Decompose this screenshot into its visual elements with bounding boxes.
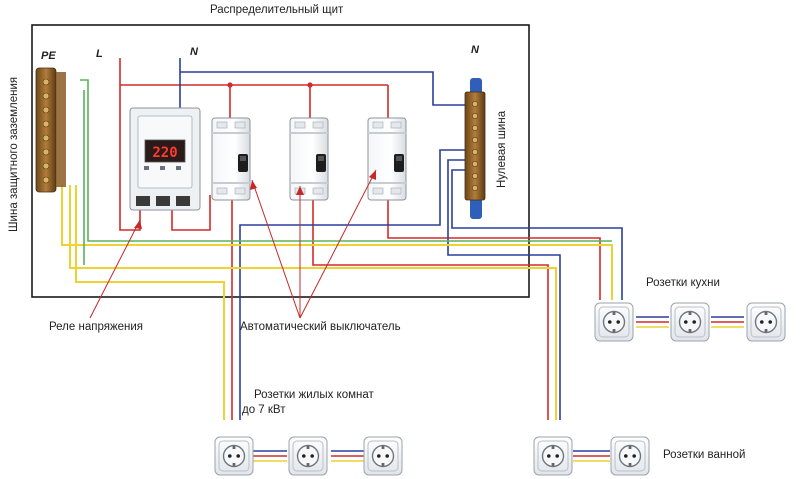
socket-links [253, 316, 744, 462]
panel-frame [31, 24, 530, 298]
neutral-bus [464, 78, 486, 219]
pe-terminal-label: PE [41, 50, 56, 62]
ground-bus [35, 67, 66, 193]
line-terminal-label: L [96, 48, 103, 60]
socket-kitchen-2 [670, 302, 710, 342]
living-rooms-label-2: до 7 кВт [242, 404, 286, 416]
socket-kitchen-1 [594, 302, 634, 342]
panel-title: Распределительный щит [210, 4, 344, 16]
phase-wires [119, 58, 601, 420]
bathroom-sockets-label: Розетки ванной [663, 449, 746, 461]
socket-living-1 [214, 436, 254, 476]
neutral-bus-terminal-label: N [471, 44, 479, 56]
neutral-bus-label: Нулевая шина [496, 110, 508, 188]
socket-kitchen-3 [746, 302, 786, 342]
socket-bath-1 [533, 436, 573, 476]
neutral-terminal-label: N [190, 46, 198, 58]
circuit-breaker-label: Автоматический выключатель [240, 321, 401, 333]
socket-bath-2 [610, 436, 650, 476]
living-rooms-label-1: Розетки жилых комнат [254, 389, 374, 401]
neutral-wires [179, 58, 623, 420]
circuit-breaker-2 [289, 117, 329, 201]
voltage-relay-label: Реле напряжения [49, 321, 144, 333]
socket-living-2 [288, 436, 328, 476]
circuit-breaker-3 [367, 117, 407, 201]
ground-bus-label: Шина защитного заземления [8, 76, 20, 232]
voltage-relay [129, 107, 201, 211]
kitchen-sockets-label: Розетки кухни [646, 277, 720, 289]
circuit-breaker-1 [211, 117, 251, 201]
socket-living-3 [363, 436, 403, 476]
relay-display-value: 220 [152, 145, 177, 161]
callout-pointers [89, 169, 377, 319]
